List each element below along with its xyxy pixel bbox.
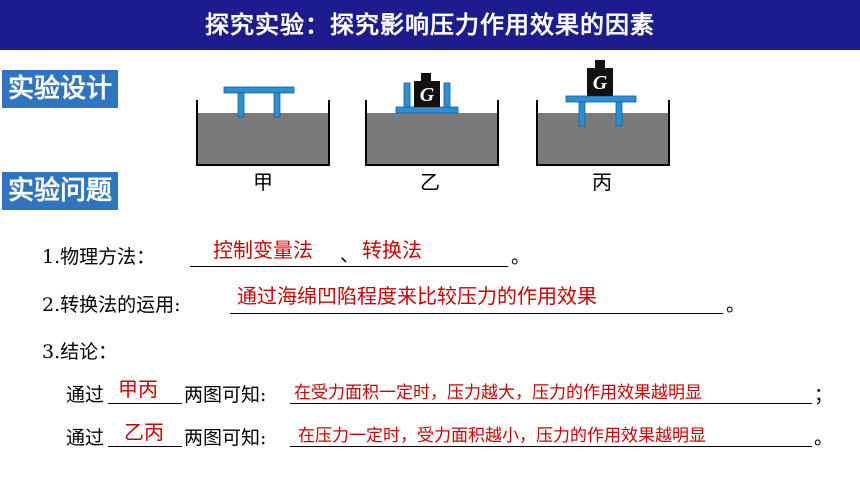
- q1-answer-2: 转换法: [362, 238, 422, 262]
- q1-end: 。: [511, 246, 531, 268]
- q1-underline: [190, 266, 508, 267]
- label-yi: 乙: [420, 170, 440, 194]
- container-yi: G: [365, 73, 499, 166]
- q1-answer: 控制变量法: [213, 238, 313, 262]
- c1-figs: 甲丙: [118, 377, 158, 401]
- q2-end: 。: [726, 294, 746, 316]
- c1-mid: 两图可知:: [184, 384, 267, 406]
- sponge-bing: [537, 113, 669, 165]
- c2-end: 。: [814, 427, 834, 449]
- c1-prefix: 通过: [66, 384, 105, 406]
- c2-answer: 在压力一定时，受力面积越小，压力的作用效果越明显: [298, 426, 706, 446]
- c1-underline: [290, 403, 812, 404]
- q3-prefix: 3.结论：: [42, 341, 118, 363]
- weight-letter-yi: G: [420, 84, 435, 106]
- experiment-diagram: G G 甲 乙 丙: [196, 60, 670, 194]
- design-section-label: 实验设计: [2, 70, 119, 108]
- c2-prefix: 通过: [66, 427, 105, 449]
- c1-answer: 在受力面积一定时，压力越大，压力的作用效果越明显: [294, 383, 702, 403]
- sponge-yi: [366, 113, 498, 165]
- q1-separator: 、: [340, 244, 360, 266]
- title-bar: 探究实验：探究影响压力作用效果的因素: [0, 0, 860, 50]
- problem-section-label: 实验问题: [2, 172, 119, 210]
- sponge-jia: [197, 113, 329, 165]
- c2-figs-underline: [108, 446, 182, 447]
- weight-letter-bing: G: [593, 72, 608, 94]
- container-bing: G: [536, 60, 670, 166]
- c1-end: ；: [814, 384, 834, 406]
- q2-answer: 通过海绵凹陷程度来比较压力的作用效果: [237, 284, 597, 308]
- c2-mid: 两图可知:: [184, 427, 267, 449]
- c1-figs-underline: [108, 403, 182, 404]
- q1-prefix: 1.物理方法：: [42, 246, 156, 268]
- page-title: 探究实验：探究影响压力作用效果的因素: [205, 11, 655, 39]
- q2-underline: [230, 313, 723, 314]
- c2-underline: [290, 446, 812, 447]
- q2-prefix: 2.转换法的运用:: [42, 294, 181, 316]
- label-bing: 丙: [592, 170, 612, 194]
- container-jia: [196, 86, 330, 166]
- c2-figs: 乙丙: [124, 420, 164, 444]
- label-jia: 甲: [253, 170, 273, 194]
